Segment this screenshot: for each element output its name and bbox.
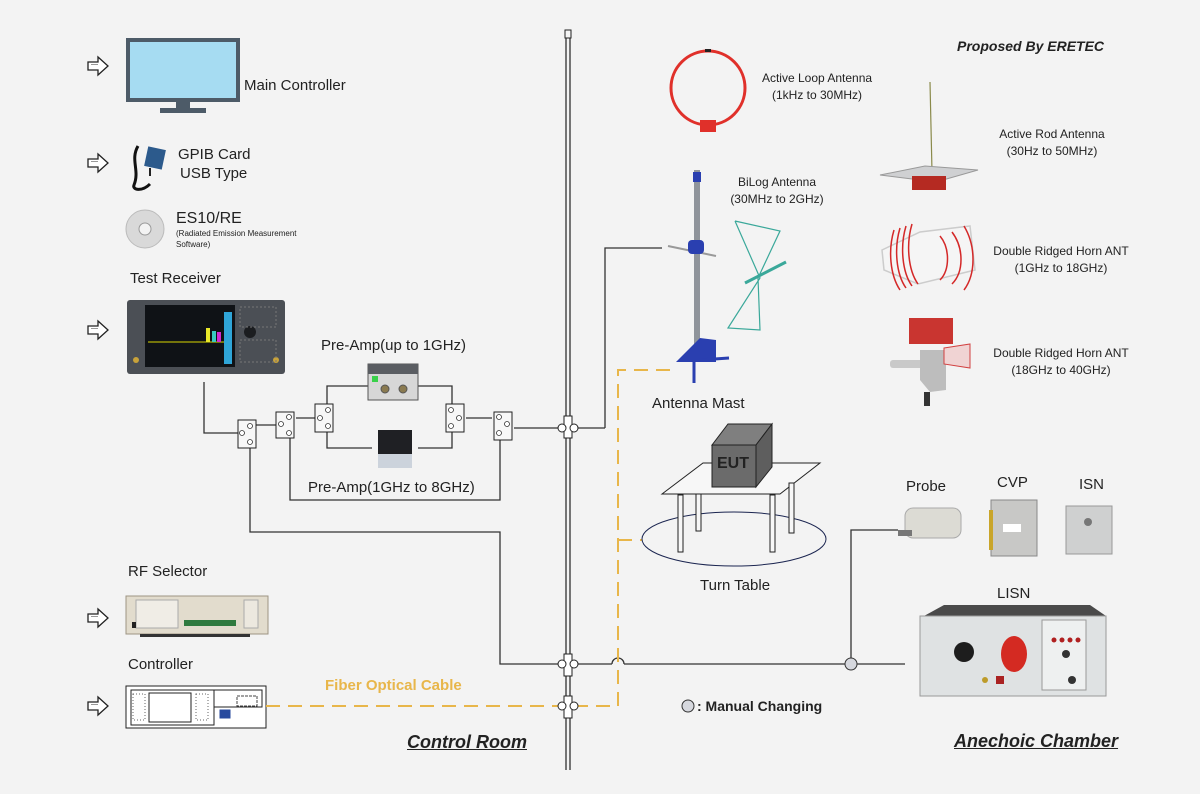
- turn-table-device: [641, 511, 827, 567]
- fiber-optic-cable: [266, 369, 672, 707]
- legend-manual-changing: : Manual Changing: [697, 698, 823, 714]
- antenna-label-loop: Active Loop Antenna (1kHz to 30MHz): [752, 70, 882, 104]
- arrow-icon: [87, 320, 109, 340]
- rod-antenna-device: [879, 81, 979, 190]
- antenna-label-horn1: Double Ridged Horn ANT (1GHz to 18GHz): [986, 243, 1136, 277]
- probe-device: [898, 507, 962, 539]
- antenna-name: Double Ridged Horn ANT: [993, 244, 1129, 258]
- isn-label: ISN: [1079, 476, 1105, 493]
- anechoic-chamber-title: Anechoic Chamber: [954, 731, 1119, 751]
- antenna-name: Active Loop Antenna: [761, 71, 873, 85]
- bilog-antenna-device: [726, 220, 787, 331]
- controller-label: Controller: [128, 656, 194, 673]
- horn-antenna-1-device: [881, 223, 976, 291]
- cd-icon: [125, 209, 165, 249]
- pre-amp-low-device: [367, 363, 419, 401]
- antenna-name: Double Ridged Horn ANT: [993, 346, 1129, 360]
- controller-device: [125, 685, 267, 729]
- control-room-title: Control Room: [407, 732, 527, 752]
- isn-device: [1065, 505, 1113, 555]
- lisn-device: [919, 605, 1107, 697]
- antenna-range: (1GHz to 18GHz): [1014, 261, 1108, 275]
- rf-cables: [203, 247, 905, 665]
- antenna-range: (1kHz to 30MHz): [771, 88, 863, 102]
- rf-selector-label: RF Selector: [128, 563, 208, 580]
- software-name: ES10/RE: [176, 210, 242, 227]
- arrow-icon: [87, 608, 109, 628]
- rf-switches: [237, 403, 513, 449]
- test-receiver-device: [127, 300, 285, 374]
- rf-selector-device: [125, 595, 269, 637]
- fiber-cable-label: Fiber Optical Cable: [325, 677, 462, 694]
- horn-antenna-2-device: [890, 318, 971, 406]
- eut-label: EUT: [717, 455, 749, 472]
- software-desc: (Radiated Emission Measurement Software): [176, 228, 297, 250]
- antenna-range: (30Hz to 50MHz): [1006, 144, 1098, 158]
- manual-change-node: [844, 657, 858, 671]
- antenna-label-bilog: BiLog Antenna (30MHz to 2GHz): [722, 174, 832, 208]
- gpib-card-icon: [132, 145, 166, 191]
- antenna-mast-label: Antenna Mast: [652, 395, 745, 412]
- pre-amp-high-device: [378, 430, 412, 468]
- gpib-card-line2: USB Type: [180, 165, 248, 182]
- probe-label: Probe: [906, 478, 947, 495]
- loop-antenna-device: [669, 49, 747, 132]
- antenna-name: Active Rod Antenna: [999, 127, 1105, 141]
- eut-box: [710, 422, 774, 489]
- antenna-range: (30MHz to 2GHz): [730, 192, 824, 206]
- software-desc-line1: (Radiated Emission Measurement: [176, 229, 297, 238]
- cvp-label: CVP: [997, 474, 1028, 491]
- antenna-mast-device: [667, 170, 730, 383]
- arrow-icon: [87, 153, 109, 173]
- test-receiver-label: Test Receiver: [130, 270, 221, 287]
- antenna-label-horn2: Double Ridged Horn ANT (18GHz to 40GHz): [986, 345, 1136, 379]
- software-desc-line2: Software): [176, 240, 211, 249]
- pre-amp-low-label: Pre-Amp(up to 1GHz): [321, 337, 467, 354]
- arrow-icon: [87, 696, 109, 716]
- main-controller-label: Main Controller: [244, 77, 346, 94]
- proposed-by-label: Proposed By ERETEC: [957, 38, 1105, 54]
- gpib-card-label: GPIB Card USB Type: [178, 145, 251, 183]
- legend-node-icon: [681, 699, 695, 713]
- wall-divider: [564, 29, 572, 770]
- gpib-card-line1: GPIB Card: [178, 146, 251, 163]
- monitor-icon: [126, 38, 240, 113]
- antenna-range: (18GHz to 40GHz): [1011, 363, 1111, 377]
- cvp-device: [989, 499, 1038, 557]
- arrow-icon: [87, 56, 109, 76]
- lisn-label: LISN: [997, 585, 1031, 602]
- turn-table-label: Turn Table: [700, 577, 771, 594]
- pre-amp-high-label: Pre-Amp(1GHz to 8GHz): [308, 479, 475, 496]
- antenna-name: BiLog Antenna: [737, 175, 817, 189]
- antenna-label-rod: Active Rod Antenna (30Hz to 50MHz): [987, 126, 1117, 160]
- wall-feedthroughs: [557, 415, 579, 719]
